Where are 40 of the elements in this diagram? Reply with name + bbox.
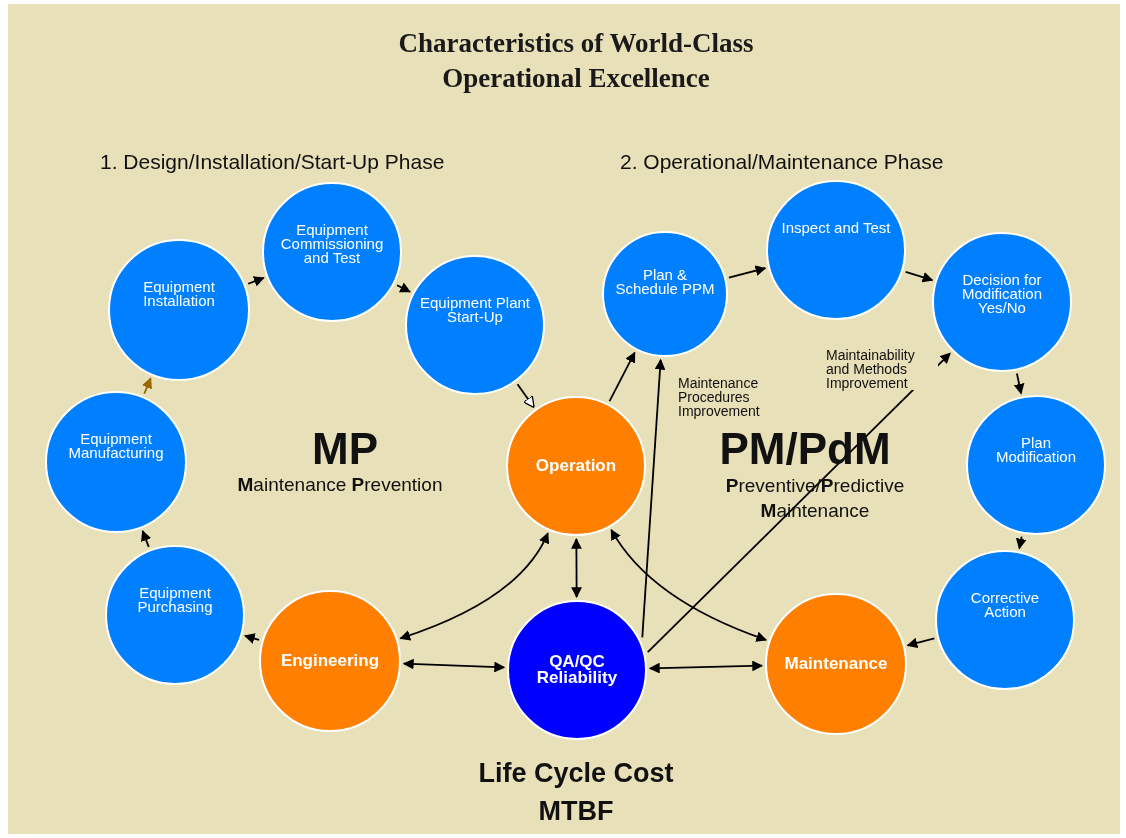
arrow [247, 276, 265, 287]
node-label: Corrective Action [969, 590, 1041, 619]
section-heading: MP [311, 424, 379, 474]
arrow [904, 270, 934, 283]
arrow [571, 537, 582, 599]
arrow [641, 358, 666, 639]
phase-heading: 2. Operational/Maintenance Phase [620, 150, 944, 174]
arrow [1013, 372, 1025, 395]
phase-heading: 1. Design/Installation/Start-Up Phase [100, 150, 445, 174]
node-label: Plan Modification [994, 435, 1077, 464]
node-label: Engineering [279, 652, 381, 670]
arrow [399, 532, 549, 641]
node-label: Operation [534, 457, 618, 475]
node-label: Equipment Plant Start-Up [419, 295, 531, 324]
arrow [1015, 535, 1027, 550]
node-label: Decision for Modification Yes/No [960, 272, 1043, 316]
arrow [728, 265, 767, 279]
arrow [402, 658, 506, 673]
footer-text: MTBF [537, 796, 615, 827]
arrow [906, 637, 936, 649]
node-label: Equipment Installation [142, 280, 216, 309]
arrow [396, 282, 411, 293]
footer-text: Life Cycle Cost [477, 758, 675, 789]
arrow [608, 351, 636, 403]
arrow [243, 633, 260, 644]
node-label: Equipment Manufacturing [67, 432, 165, 461]
arrow [141, 530, 152, 548]
node-label: Maintenance [783, 655, 889, 673]
node-label: QA/QC Reliability [535, 653, 619, 687]
arrow [648, 660, 764, 674]
arrow [141, 377, 152, 395]
arrow [610, 529, 768, 642]
node-label: Inspect and Test [780, 220, 892, 235]
section-subtitle: Maintenance Prevention [236, 474, 444, 496]
node-label: Equipment Purchasing [136, 585, 214, 614]
title: Characteristics of World-Class Operational Excellence [397, 27, 755, 96]
arrow [516, 383, 535, 409]
node-label: Equipment Commissioning and Test [279, 222, 385, 266]
node-label: Plan & Schedule PPM [614, 267, 716, 297]
edge-label: Maintainability and Methods Improvement [826, 348, 938, 390]
